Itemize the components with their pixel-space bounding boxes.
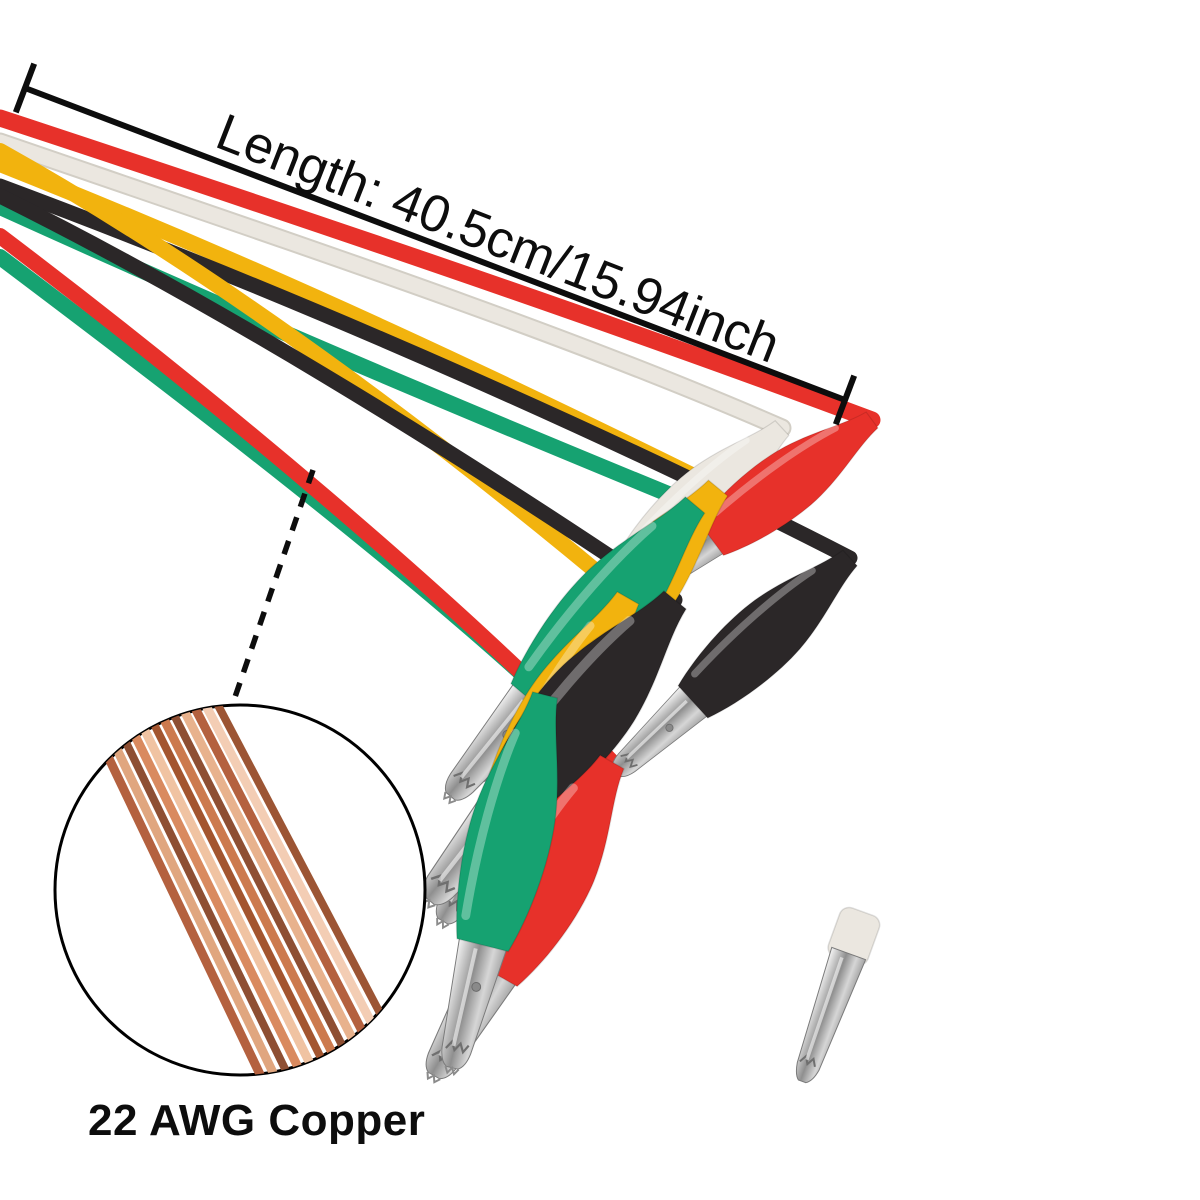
alligator-clips bbox=[389, 394, 891, 1103]
alligator-clip-white-center-jaw bbox=[795, 906, 881, 1084]
dimension-tick-end bbox=[832, 374, 858, 426]
material-label-text: 22 AWG Copper bbox=[88, 1096, 425, 1145]
wire-white bbox=[0, 134, 790, 436]
dimension-line bbox=[23, 85, 847, 403]
copper-strand bbox=[125, 705, 367, 1075]
copper-strand bbox=[138, 705, 380, 1075]
wire-red-1 bbox=[0, 109, 881, 429]
copper-strand bbox=[149, 705, 395, 1075]
wire-yellow-2 bbox=[0, 143, 636, 606]
callout-dashed-line bbox=[231, 469, 316, 701]
copper-strand bbox=[114, 705, 352, 1075]
wire-bundle bbox=[0, 109, 881, 770]
dimension-tick-start bbox=[12, 62, 38, 114]
wire-black-2 bbox=[0, 188, 683, 608]
